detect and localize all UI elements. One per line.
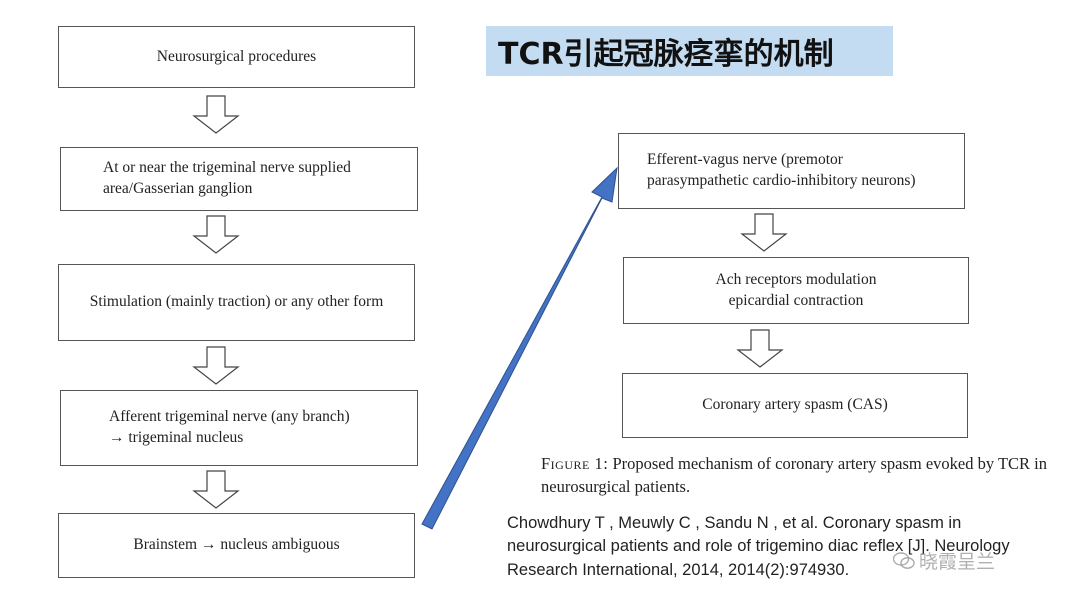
flow-box-brainstem: Brainstem → nucleus ambiguous	[58, 513, 415, 578]
flow-box-text: Afferent trigeminal nerve (any branch) →…	[109, 408, 350, 446]
blue-diagonal-arrow	[421, 166, 618, 530]
figure-caption-text: Proposed mechanism of coronary artery sp…	[541, 454, 1047, 497]
flow-box-text: Brainstem → nucleus ambiguous	[133, 536, 340, 554]
figure-caption: Figure 1: Proposed mechanism of coronary…	[541, 452, 1051, 498]
flow-box-afferent-trigeminal: Afferent trigeminal nerve (any branch) →…	[60, 390, 418, 466]
flow-box-stimulation: Stimulation (mainly traction) or any oth…	[58, 264, 415, 341]
down-arrow-4	[193, 470, 239, 509]
down-arrow-3	[193, 346, 239, 385]
flow-box-coronary-spasm: Coronary artery spasm (CAS)	[622, 373, 968, 438]
flow-box-trigeminal-area: At or near the trigeminal nerve supplied…	[60, 147, 418, 211]
flow-box-text: Efferent-vagus nerve (premotor parasympa…	[647, 151, 916, 189]
down-arrow-2	[193, 215, 239, 254]
flow-box-text: Neurosurgical procedures	[156, 47, 317, 65]
citation-text: Chowdhury T , Meuwly C , Sandu N , et al…	[507, 514, 1010, 579]
slide-title: TCR引起冠脉痉挛的机制	[486, 26, 893, 76]
figure-label: Figure 1:	[541, 454, 609, 473]
down-arrow-6	[737, 329, 783, 368]
watermark: 晓霞呈兰	[893, 547, 995, 574]
flow-box-ach-receptors: Ach receptors modulation epicardial cont…	[623, 257, 969, 324]
wechat-icon	[893, 551, 915, 569]
down-arrow-5	[741, 213, 787, 252]
flow-box-text: Ach receptors modulation epicardial cont…	[715, 270, 877, 309]
flow-box-neurosurgical-procedures: Neurosurgical procedures	[58, 26, 415, 88]
down-arrow-1	[193, 95, 239, 134]
flow-box-text: At or near the trigeminal nerve supplied…	[103, 159, 351, 197]
flow-box-text: Stimulation (mainly traction) or any oth…	[89, 293, 384, 311]
flow-box-text: Coronary artery spasm (CAS)	[702, 396, 888, 414]
watermark-text: 晓霞呈兰	[919, 551, 996, 573]
flow-box-efferent-vagus: Efferent-vagus nerve (premotor parasympa…	[618, 133, 965, 209]
